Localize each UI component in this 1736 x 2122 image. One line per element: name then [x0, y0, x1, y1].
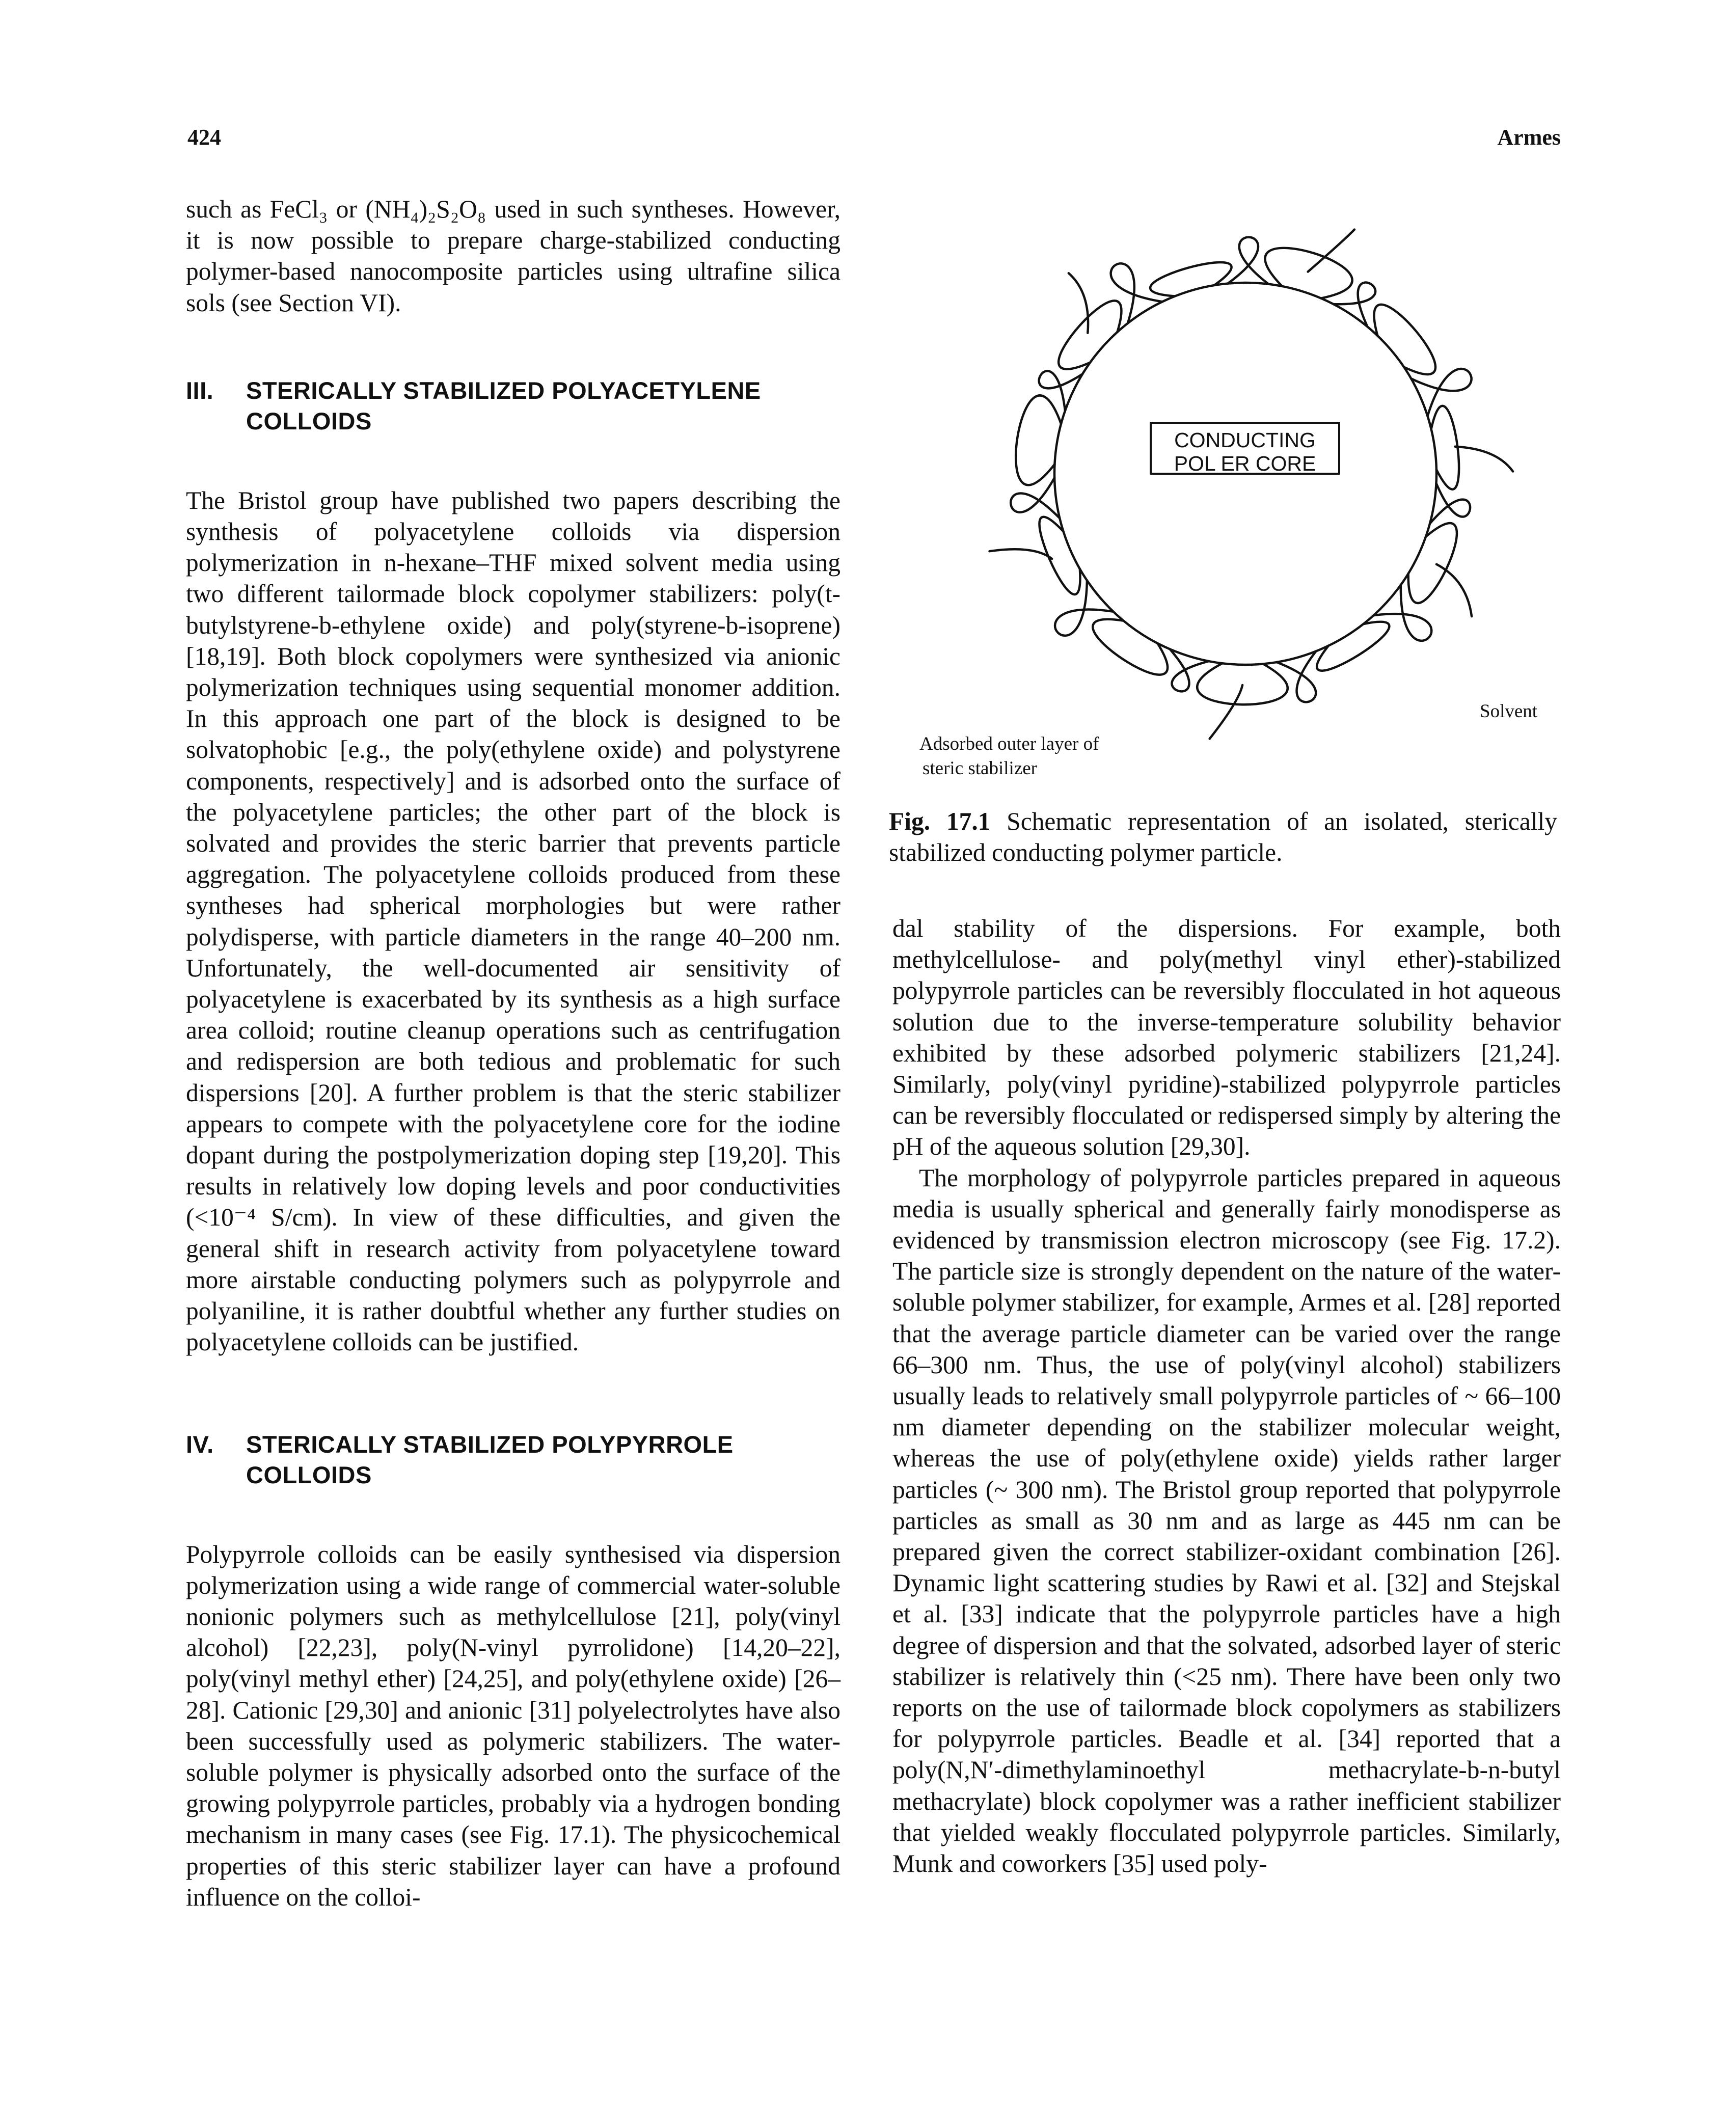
- section-title: STERICALLY STABILIZED POLYPYRROLE COLLOI…: [246, 1430, 734, 1488]
- stabilizer-tail: [988, 548, 1053, 560]
- intro-paragraph: such as FeCl₃ or (NH₄)₂S₂O₈ used in such…: [186, 195, 840, 317]
- stabilizer-loop: [1409, 367, 1473, 417]
- stabilizer-label: Adsorbed outer layer of steric stabilize…: [919, 733, 1099, 779]
- core-label-box: [1150, 422, 1340, 475]
- caption-figure-number: Fig. 17.1: [889, 807, 991, 835]
- stabilizer-tail: [1435, 563, 1473, 618]
- stabilizer-loop: [1092, 618, 1169, 676]
- section-heading-iv: IV. STERICALLY STABILIZED POLYPYRROLE CO…: [186, 1429, 840, 1490]
- left-column: such as FeCl₃ or (NH₄)₂S₂O₈ used in such…: [186, 194, 840, 1913]
- running-head-author: Armes: [1497, 125, 1561, 150]
- stabilizer-loop: [1038, 370, 1084, 412]
- section-iii-paragraph: The Bristol group have published two pap…: [186, 486, 840, 1356]
- stabilizer-loop: [1315, 620, 1391, 672]
- stabilizer-tail: [1307, 228, 1356, 273]
- particle-diagram: [988, 228, 1514, 740]
- stabilizer-loop: [1276, 650, 1317, 703]
- particle-core-circle: [1053, 281, 1438, 666]
- stabilizer-tail: [1454, 445, 1514, 473]
- core-label: CONDUCTING POL ER CORE: [1174, 428, 1316, 475]
- stabilizer-loop: [1053, 579, 1115, 637]
- page-number: 424: [187, 125, 221, 150]
- stabilizer-loops: [988, 228, 1514, 740]
- stabilizer-loop: [1038, 515, 1081, 596]
- right-column: dal stability of the dispersions. For ex…: [892, 913, 1561, 1879]
- stabilizer-loop: [1196, 662, 1289, 706]
- stabilizer-loop: [1373, 303, 1437, 375]
- section-iv-paragraph: Polypyrrole colloids can be easily synth…: [186, 1540, 840, 1911]
- stabilizer-tail: [1067, 271, 1090, 335]
- caption-text: Schematic representation of an isolated,…: [889, 807, 1557, 866]
- section-number: IV.: [186, 1430, 214, 1458]
- stabilizer-loop: [1015, 394, 1063, 486]
- figure-17-1: CONDUCTING POL ER CORE Solvent Adsorbed …: [889, 199, 1566, 891]
- stabilizer-loop: [1149, 261, 1233, 297]
- stabilizer-loop: [1010, 476, 1061, 520]
- section-heading-iii: III. STERICALLY STABILIZED POLYACETYLENE…: [186, 375, 840, 437]
- figure-caption: Fig. 17.1 Schematic representation of an…: [889, 806, 1557, 868]
- stabilizer-loop: [1372, 584, 1433, 642]
- stabilizer-loop: [1227, 236, 1270, 286]
- stabilizer-loop: [1109, 262, 1164, 324]
- stabilizer-tail: [1208, 684, 1244, 740]
- stabilizer-loop: [1057, 300, 1123, 370]
- solvent-label: Solvent: [1480, 701, 1538, 722]
- stabilizer-loop: [1169, 648, 1210, 693]
- section-number: III.: [186, 376, 214, 404]
- section-title: STERICALLY STABILIZED POLYACETYLENE COLL…: [246, 376, 761, 434]
- stabilizer-loop: [1332, 281, 1377, 328]
- stabilizer-loop: [1264, 247, 1353, 300]
- stabilizer-loop: [1407, 522, 1458, 605]
- right-paragraph-2: The morphology of polypyrrole particles …: [892, 1163, 1561, 1878]
- stabilizer-loop: [1428, 482, 1472, 525]
- right-paragraph-1: dal stability of the dispersions. For ex…: [892, 914, 1561, 1161]
